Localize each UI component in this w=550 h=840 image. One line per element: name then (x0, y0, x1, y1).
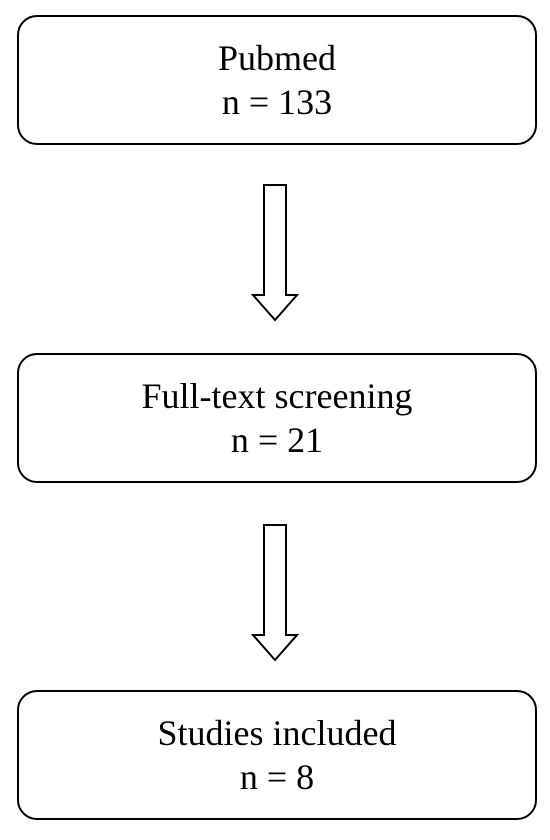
step-box-studies-included: Studies included n = 8 (17, 690, 537, 820)
down-arrow-icon (250, 183, 300, 323)
step-count: n = 133 (221, 82, 333, 122)
step-label: Pubmed (217, 38, 336, 78)
step-count: n = 21 (230, 420, 324, 460)
step-count: n = 8 (239, 757, 315, 797)
step-box-pubmed: Pubmed n = 133 (17, 15, 537, 145)
step-label: Full-text screening (141, 376, 413, 416)
step-box-full-text-screening: Full-text screening n = 21 (17, 353, 537, 483)
step-label: Studies included (157, 713, 397, 753)
down-arrow-icon (250, 523, 300, 663)
